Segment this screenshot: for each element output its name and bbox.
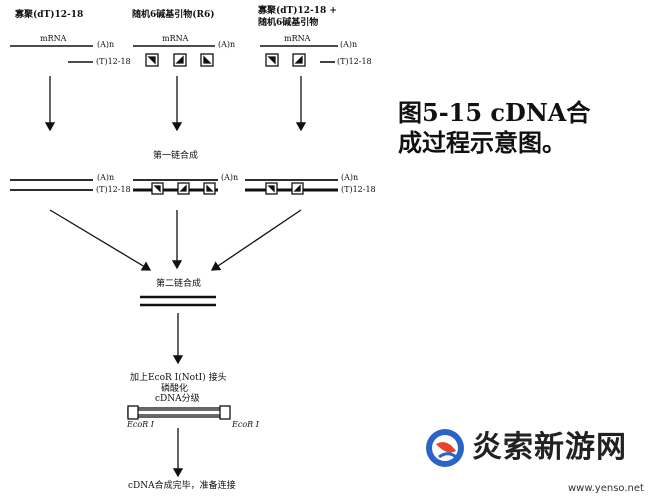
- first-strand-left-dt: (T)12-18: [96, 185, 131, 194]
- watermark-name: 炎索新游网: [472, 430, 627, 465]
- arrow-converge-right: [210, 209, 302, 271]
- mrna-label-1: mRNA: [40, 34, 67, 43]
- figure-caption-line1: 图5-15 cDNA合: [398, 98, 591, 127]
- first-strand-right-dt: (T)12-18: [341, 185, 376, 194]
- ecor-right-label: EcoR I: [232, 420, 259, 429]
- final-step-title: cDNA合成完毕，准备连接: [128, 481, 236, 491]
- mrna-label-3: mRNA: [284, 34, 311, 43]
- polya-label-2: (A)n: [218, 40, 236, 49]
- primer-label-3b: 随机6碱基引物: [258, 18, 319, 28]
- first-strand-title: 第一链合成: [153, 151, 199, 161]
- random-primer-boxes-col3: [265, 53, 306, 67]
- ecor-left-label: EcoR I: [127, 420, 154, 429]
- primer-label-2: 随机6碱基引物(R6): [132, 10, 215, 20]
- polya-label-1: (A)n: [97, 40, 115, 49]
- first-strand-mid-polya: (A)n: [221, 173, 239, 182]
- first-strand-left-polya: (A)n: [97, 173, 115, 182]
- adaptor-line-1: 加上EcoR I(NotI) 接头: [130, 373, 227, 383]
- random-primer-boxes-col2: [145, 53, 214, 67]
- watermark-logo: [426, 429, 464, 467]
- first-strand-mid-primers: [151, 182, 216, 195]
- dt-label-3: (T)12-18: [337, 57, 372, 66]
- first-strand-right-primers: [265, 182, 304, 195]
- arrow-converge-left: [49, 209, 152, 271]
- watermark-url: www.yenso.net: [568, 483, 644, 494]
- mrna-label-2: mRNA: [162, 34, 189, 43]
- primer-label-3a: 寡聚(dT)12-18 +: [258, 6, 337, 16]
- adaptor-cdna: [127, 405, 231, 420]
- dt-label-1: (T)12-18: [96, 57, 131, 66]
- first-strand-right-polya: (A)n: [341, 173, 359, 182]
- second-strand-title: 第二链合成: [156, 279, 202, 289]
- adaptor-line-2: 磷酸化: [161, 384, 189, 394]
- primer-label-1: 寡聚(dT)12-18: [15, 10, 84, 20]
- polya-label-3: (A)n: [340, 40, 358, 49]
- figure-caption-line2: 成过程示意图。: [398, 128, 566, 157]
- adaptor-line-3: cDNA分级: [155, 394, 200, 404]
